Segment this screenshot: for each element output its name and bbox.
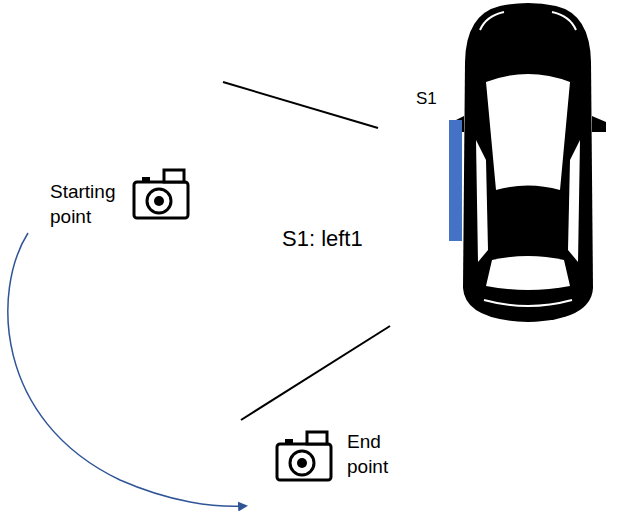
camera-path <box>8 233 246 506</box>
sensor-caption: S1: left1 <box>282 225 363 254</box>
end-label: End point <box>347 430 388 479</box>
view-line <box>241 326 390 420</box>
start-label: Starting point <box>50 180 115 229</box>
sensor-bar <box>449 120 462 241</box>
view-line <box>223 82 378 128</box>
sensor-label: S1 <box>416 88 437 110</box>
camera-icon <box>277 432 331 480</box>
camera-icon <box>134 170 188 218</box>
car-top-view <box>452 3 606 322</box>
